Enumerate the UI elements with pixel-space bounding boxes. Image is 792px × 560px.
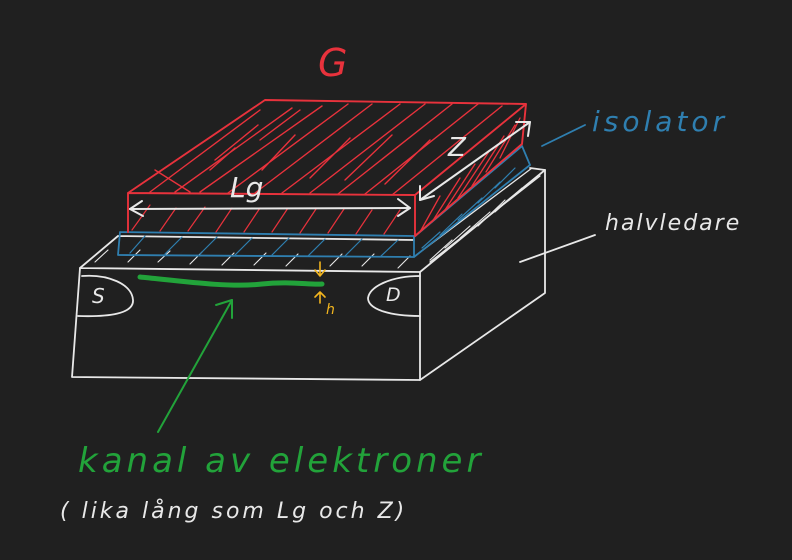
width-label: Z (447, 133, 467, 163)
channel-leader-head (215, 299, 233, 319)
width-arrow-bottom-head (419, 185, 435, 201)
thickness-arrow-up (314, 291, 326, 304)
length-arrow-right-head (397, 198, 411, 217)
thickness-marker (314, 261, 326, 304)
block-right-face (419, 169, 546, 381)
gate-outline (127, 99, 527, 237)
block-front-face (71, 267, 421, 381)
source-label: S (92, 284, 105, 308)
channel-leader (157, 299, 233, 433)
insulator-label: isolator (592, 105, 728, 138)
gate-label: G (318, 41, 347, 85)
length-arrow-left-head (129, 200, 144, 217)
length-arrow-line (129, 207, 411, 210)
length-dimension (129, 198, 411, 217)
gate-side-hatch (419, 117, 521, 233)
drain-label: D (386, 284, 401, 306)
drain-contour (367, 275, 421, 317)
electron-channel (137, 274, 325, 288)
length-label: Lg (230, 171, 263, 204)
block-top-right-edge (419, 167, 546, 273)
semiconductor-leader (519, 234, 596, 263)
gate-top-hatch (149, 103, 503, 196)
insulator-outline (117, 145, 531, 258)
insulator-layer (117, 145, 531, 258)
channel-note: ( lika lång som Lg och Z) (60, 498, 407, 524)
channel-label: kanal av elektroner (78, 441, 484, 481)
source-contour (77, 274, 134, 318)
insulator-leader (541, 124, 586, 147)
thickness-arrow-down (314, 261, 326, 277)
channel-leader-line (157, 299, 233, 433)
gate-electrode (127, 99, 527, 237)
width-dimension (419, 121, 531, 201)
semiconductor-label: halvledare (605, 211, 741, 236)
semiconductor-block (71, 167, 546, 381)
width-arrow-top-head (515, 121, 531, 137)
gate-front-hatch (131, 204, 401, 235)
drain-region: D (367, 275, 421, 317)
block-top-back-edge (79, 235, 415, 269)
insulator-hatch (129, 167, 516, 258)
source-region: S (77, 274, 134, 318)
width-arrow-line (419, 121, 531, 201)
thickness-label: h (326, 302, 335, 318)
